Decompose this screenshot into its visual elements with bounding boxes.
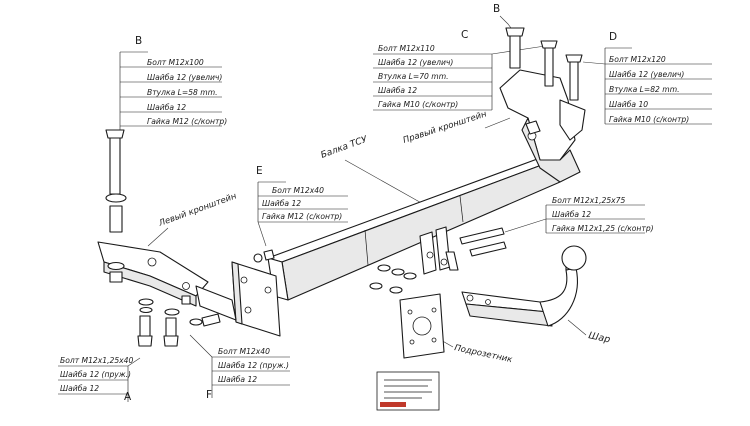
callout-b-left: B Болт M12x100 Шайба 12 (увелич) Втулка … [119,35,227,130]
callout-d-line-4: Шайба 10 [609,100,648,109]
callout-d-letter: D [609,31,617,43]
socket-plate-label: Подрозетник [453,343,514,365]
callout-b-line-1: Болт M12x100 [147,58,204,67]
label-right-bracket: Правый кронштейн [402,109,511,146]
beam-label: Балка ТСУ [320,135,369,161]
callout-d: D Болт M12x120 Шайба 12 (увелич) Втулка … [582,31,712,125]
callout-c: C Болт M12x110 Шайба 12 (увелич) Втулка … [373,29,546,111]
certification-stamp [376,371,440,411]
callout-g-line-1: Болт M12x1,25x75 [552,196,625,205]
tow-ball [461,245,587,327]
callout-b-line-4: Шайба 12 [147,103,186,112]
label-left-bracket: Левый кронштейн [147,191,239,247]
callout-a-line-2: Шайба 12 (пруж.) [60,370,131,379]
ball-label: Шар [587,330,611,345]
callout-e-letter: E [256,165,263,177]
bolt-set-top [505,27,583,101]
callout-e-line-3: Гайка M12 (с/контр) [262,212,342,221]
callout-e: E Болт M12x40 Шайба 12 Гайка M12 (с/конт… [256,165,348,247]
callout-d-line-1: Болт M12x120 [609,55,666,64]
label-beam: Балка ТСУ [320,135,426,206]
left-bracket-label: Левый кронштейн [157,191,239,229]
label-ball: Шар [567,319,611,346]
callout-c-line-4: Шайба 12 [378,86,417,95]
callout-b-line-2: Шайба 12 (увелич) [147,73,222,82]
end-plate [231,261,281,337]
callout-a-letter: A [124,391,132,403]
callout-c-line-5: Гайка M10 (с/контр) [378,100,458,109]
callout-b-line-5: Гайка M12 (с/контр) [147,117,227,126]
callout-b-line-3: Втулка L=58 mm. [147,88,218,97]
left-bracket [97,241,237,321]
callout-c-letter: C [461,29,468,41]
ball-mount-bracket [369,226,507,294]
bolt-set-b [105,129,127,283]
callout-f: Болт M12x40 Шайба 12 (пруж.) Шайба 12 F [189,334,290,401]
callout-a: Болт M12x1,25x40 Шайба 12 (пруж.) Шайба … [58,356,141,403]
callout-f-line-1: Болт M12x40 [218,347,270,356]
callout-d-line-2: Шайба 12 (увелич) [609,70,684,79]
callout-d-line-3: Втулка L=82 mm. [609,85,680,94]
callout-c-line-2: Шайба 12 (увелич) [378,58,453,67]
callout-g: Болт M12x1,25x75 Шайба 12 Гайка M12x1,25… [504,196,654,234]
callout-a-line-1: Болт M12x1,25x40 [60,356,133,365]
callout-b-letter: B [135,35,142,47]
callout-g-line-3: Гайка M12x1,25 (с/контр) [552,224,654,233]
callout-g-line-2: Шайба 12 [552,210,591,219]
callout-e-line-2: Шайба 12 [262,199,301,208]
callout-c-line-1: Болт M12x110 [378,44,435,53]
hitch-beam [267,157,561,301]
socket-plate [399,293,445,359]
right-bracket [499,69,586,183]
callout-e-line-1: Болт M12x40 [272,186,324,195]
callout-f-line-2: Шайба 12 (пруж.) [218,361,289,370]
callout-a-line-3: Шайба 12 [60,384,99,393]
bolt-set-a-f [137,249,275,347]
callout-c-line-3: Втулка L=70 mm. [378,72,449,81]
callout-d-line-5: Гайка M10 (с/контр) [609,115,689,124]
callout-f-line-3: Шайба 12 [218,375,257,384]
callout-f-letter: F [206,389,212,401]
right-bracket-label: Правый кронштейн [402,109,489,146]
callout-b-top-letter: B [493,3,500,15]
